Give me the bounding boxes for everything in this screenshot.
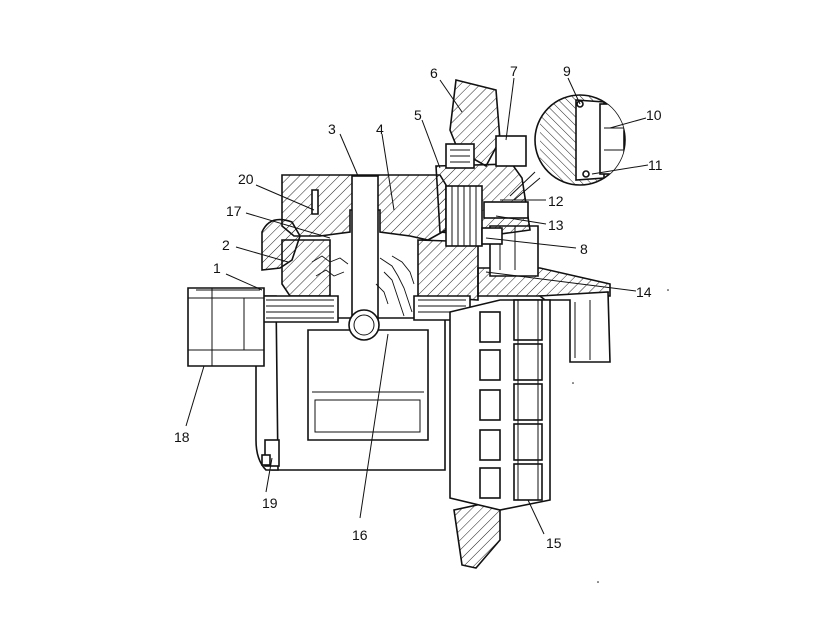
callout-5: 5: [414, 107, 422, 123]
callout-1: 1: [213, 260, 221, 276]
callout-labels: 1 2 3 4 5 6 7 8 9 10 11 12 13 14 15 16 1…: [174, 63, 663, 551]
callout-18: 18: [174, 429, 190, 445]
callout-8: 8: [580, 241, 588, 257]
case-window: [307, 329, 429, 441]
cross-shaft: [351, 175, 379, 329]
callout-12: 12: [548, 193, 564, 209]
callout-11: 11: [648, 157, 663, 173]
callout-16: 16: [352, 527, 368, 543]
right-side-gear: [417, 239, 479, 301]
callout-9: 9: [563, 63, 571, 79]
assembly-drawing: [187, 79, 669, 583]
leader-lines: [185, 77, 649, 535]
callout-2: 2: [222, 237, 230, 253]
callout-17: 17: [226, 203, 242, 219]
pinion-gear-teeth: [311, 255, 415, 317]
left-axle-flange: [187, 287, 265, 367]
cross-shaft-end: [348, 309, 380, 341]
callout-10: 10: [646, 107, 662, 123]
callout-20: 20: [238, 171, 254, 187]
callout-19: 19: [262, 495, 278, 511]
callout-3: 3: [328, 121, 336, 137]
callout-7: 7: [510, 63, 518, 79]
ring-gear-bottom: [453, 499, 501, 569]
bolt-7: [495, 135, 527, 167]
callout-4: 4: [376, 121, 384, 137]
detail-inset: [509, 94, 626, 201]
ring-gear-bolts: [479, 299, 543, 501]
callout-6: 6: [430, 65, 438, 81]
left-side-gear: [281, 239, 331, 297]
callout-14: 14: [636, 284, 652, 300]
callout-15: 15: [546, 535, 562, 551]
callout-13: 13: [548, 217, 564, 233]
